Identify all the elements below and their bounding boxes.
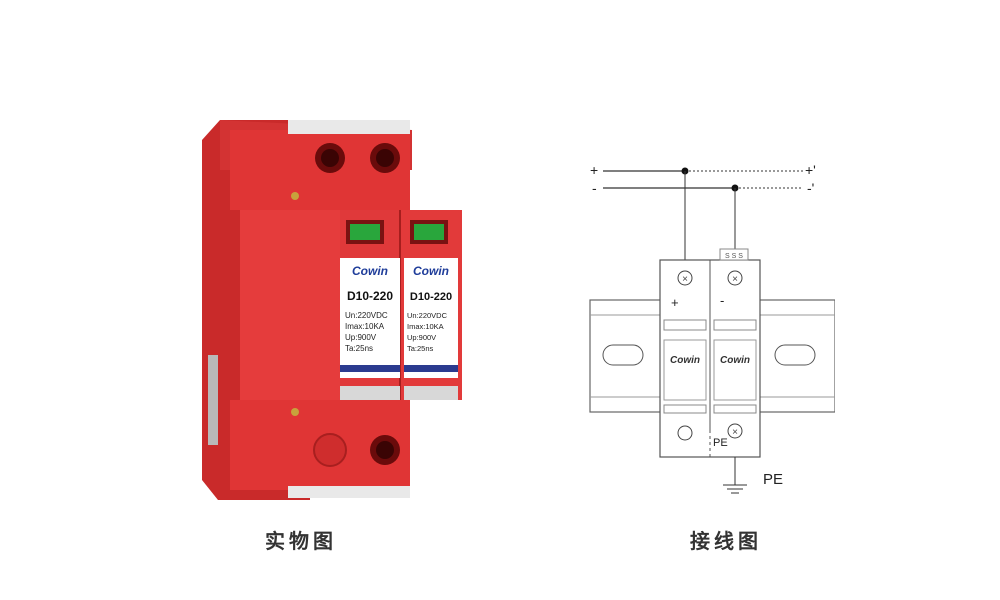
module-plus-label: + [671,295,679,310]
spec-imax: Imax:10KA [345,322,385,331]
spec-imax: Imax:10KA [407,322,444,331]
output-plus-label: +' [805,162,816,178]
spec-ta: Ta:25ns [345,344,373,353]
pe-inside-label: PE [713,437,728,449]
terminal-minus-label: - [592,180,597,196]
module-brand-right: Cowin [720,355,750,366]
spec-ta: Ta:25ns [407,344,434,353]
terminal-plus-label: + [590,162,598,178]
model-label: D10-220 [410,291,452,303]
photo-caption: 实物图 [265,529,337,553]
wiring-caption: 接线图 [690,529,762,553]
spec-un: Un:220VDC [407,311,448,320]
brand-logo: Cowin [352,264,388,278]
module-minus-label: - [720,293,724,308]
svg-text:×: × [732,427,738,438]
spec-up: Up:900V [407,333,436,342]
wiring-diagram: + - +' -' S S S × × + - Cowin Cowin [575,150,836,500]
module-brand-left: Cowin [670,355,700,366]
product-photo: Cowin Cowin D10-220 D10-220 Un:220VDC Im… [190,110,480,510]
spec-un: Un:220VDC [345,311,388,320]
brand-logo: Cowin [413,264,449,278]
model-label: D10-220 [347,289,393,303]
pe-ground-label: PE [763,471,783,488]
output-minus-label: -' [807,180,814,196]
svg-text:×: × [682,274,688,285]
remote-signal-label: S S S [725,253,743,260]
svg-text:×: × [732,274,738,285]
spec-up: Up:900V [345,333,377,342]
